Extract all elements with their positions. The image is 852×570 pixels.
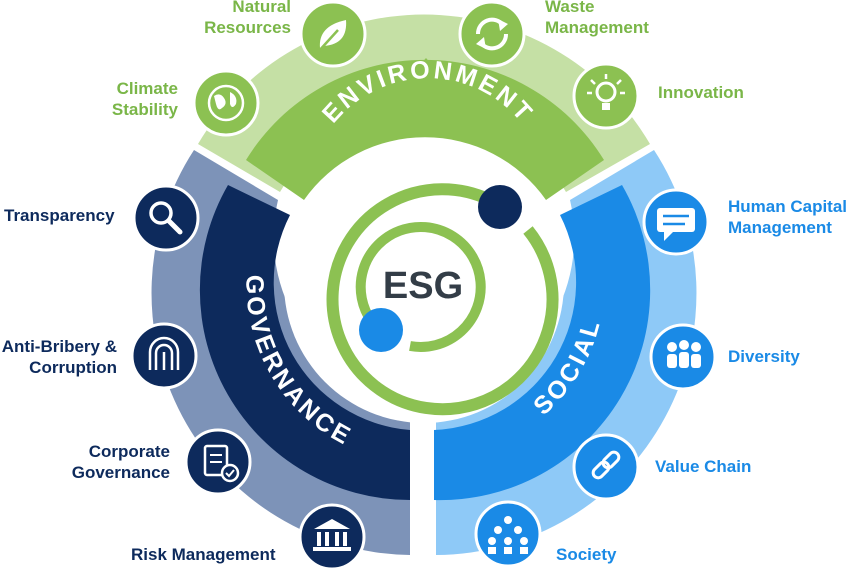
community-icon: [474, 500, 542, 568]
blue-dot: [359, 308, 403, 352]
chat-icon: [642, 188, 710, 256]
people-icon: [649, 323, 717, 391]
fingerprint-icon: [130, 322, 198, 390]
risk-management-label: Risk Management: [131, 545, 276, 564]
document-check-icon: [184, 428, 252, 496]
diversity-label: Diversity: [728, 347, 800, 366]
recycle-icon: [458, 0, 526, 68]
innovation-label: Innovation: [658, 83, 744, 102]
link-icon: [572, 433, 640, 501]
top-arrow: [414, 58, 438, 72]
leaf-icon: [299, 0, 367, 68]
bank-icon: [298, 503, 366, 570]
lightbulb-icon: [572, 62, 640, 130]
center-label: ESG: [383, 265, 463, 307]
globe-icon: [192, 69, 260, 137]
outer-green-ring: [326, 183, 559, 416]
search-icon: [132, 184, 200, 252]
environment-band: [246, 59, 604, 200]
value-chain-label: Value Chain: [655, 457, 752, 476]
navy-dot: [478, 185, 522, 229]
inner-green-ring: [355, 221, 486, 352]
society-label: Society: [556, 545, 617, 564]
anti-bribery-label: Anti-Bribery &Corruption: [1, 337, 117, 377]
social-band: [434, 185, 651, 501]
governance-band: [199, 185, 410, 501]
transparency-label: Transparency: [4, 206, 115, 225]
